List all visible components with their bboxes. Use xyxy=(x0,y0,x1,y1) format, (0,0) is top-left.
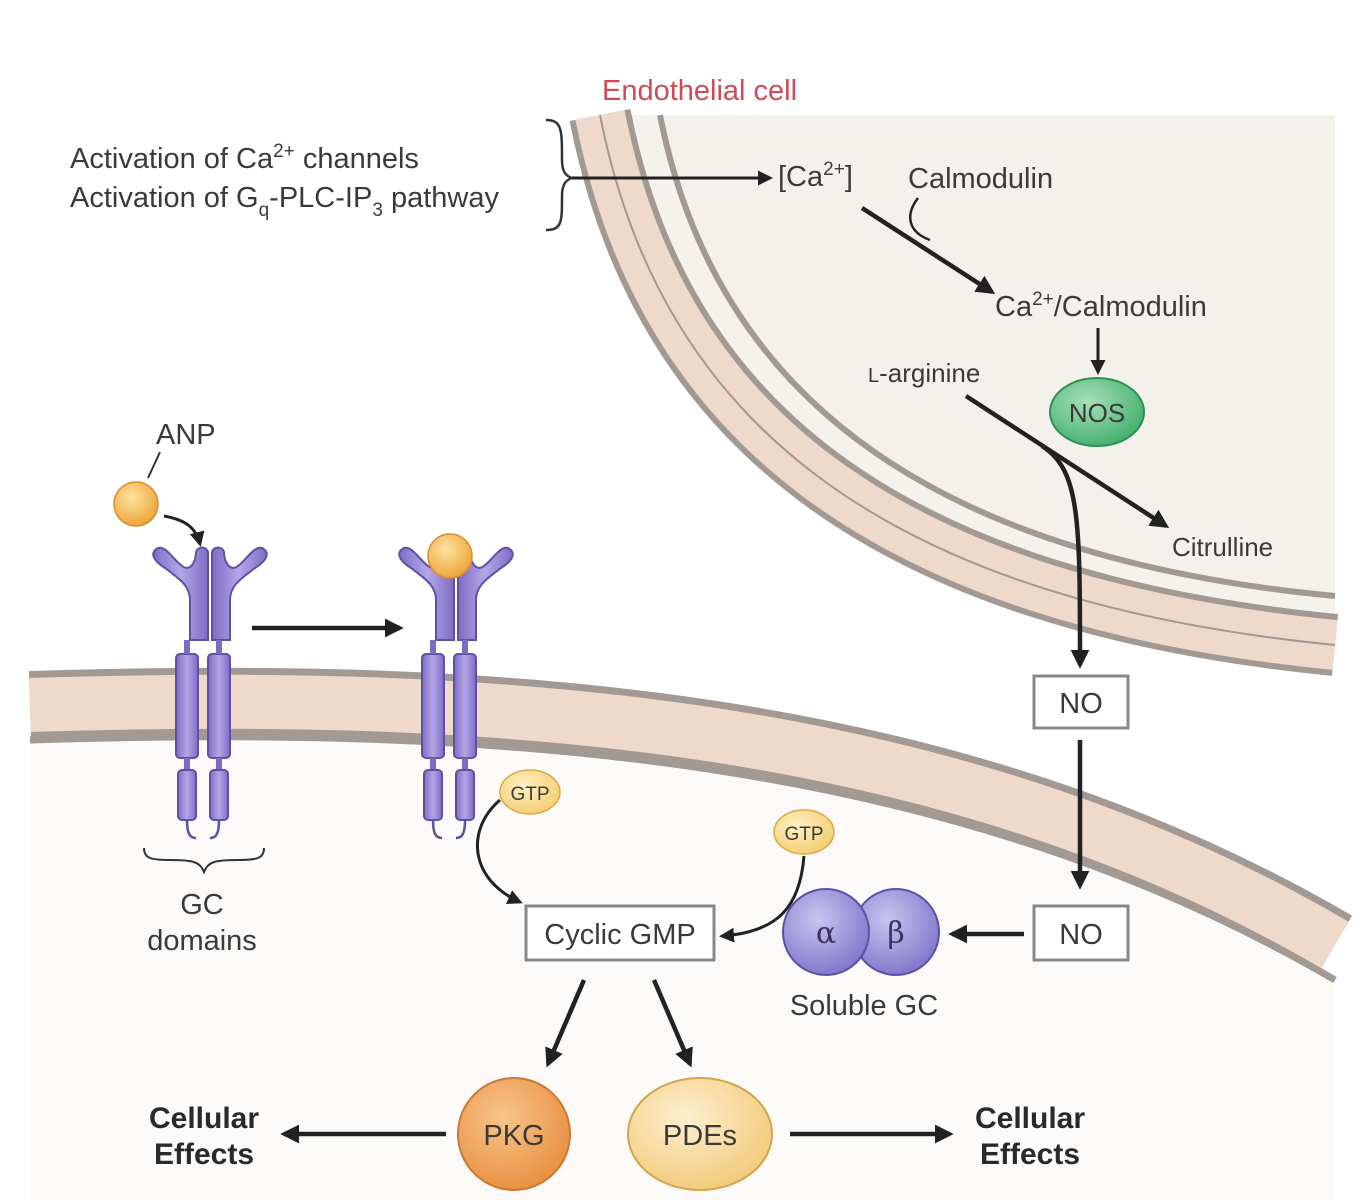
target-cell-cytoplasm xyxy=(30,736,1335,1200)
anp-label: ANP xyxy=(156,419,216,451)
gc-domains-brace xyxy=(143,847,265,875)
cyclic-gmp-box xyxy=(524,904,716,962)
arrow-gtp-right-to-cgmp xyxy=(719,855,806,943)
gtp-left-label: GTP xyxy=(510,784,549,805)
target-cell-membrane xyxy=(28,667,1353,975)
nos-label: NOS xyxy=(1069,398,1125,428)
pdes-enzyme xyxy=(627,1077,773,1191)
l-arginine-label: L-arginine xyxy=(868,358,980,388)
arrow-to-no-top xyxy=(1040,444,1090,669)
alpha-label: α xyxy=(816,916,836,951)
endothelial-cell-label: Endothelial cell xyxy=(602,75,797,107)
no-top-label: NO xyxy=(1059,688,1103,720)
arrow-cgmp-to-pdes xyxy=(651,979,693,1068)
beta-label: β xyxy=(887,916,904,951)
soluble-gc-label: Soluble GC xyxy=(790,990,938,1022)
activation-brace xyxy=(545,118,576,232)
nos-enzyme xyxy=(1049,377,1145,447)
anp-ball-free xyxy=(113,481,159,527)
ca-calmodulin-label: Ca2+/Calmodulin xyxy=(995,289,1207,323)
no-bottom-label: NO xyxy=(1059,919,1103,951)
calmodulin-join-curve xyxy=(909,197,931,242)
activation-ca-channels-label: Activation of Ca2+ channels xyxy=(70,141,419,175)
ca-concentration-label: [Ca2+] xyxy=(778,159,853,193)
calmodulin-label: Calmodulin xyxy=(908,163,1053,195)
cellular-effects-right-line2: Effects xyxy=(980,1138,1080,1171)
gtp-left xyxy=(499,769,561,815)
gtp-right xyxy=(773,809,835,855)
target-inner-membrane xyxy=(29,733,1337,984)
cellular-effects-right-line1: Cellular xyxy=(975,1102,1085,1135)
cellular-effects-left-line1: Cellular xyxy=(149,1102,259,1135)
gtp-right-label: GTP xyxy=(784,824,823,845)
gc-domains-line1: GC xyxy=(180,889,224,921)
pkg-label: PKG xyxy=(483,1120,544,1152)
activation-gq-pathway-label: Activation of Gq-PLC-IP3 pathway xyxy=(70,182,499,221)
pdes-label: PDEs xyxy=(663,1120,737,1152)
arrow-arginine-to-citrulline xyxy=(964,394,1170,529)
arrow-cgmp-to-pkg xyxy=(545,979,587,1068)
arrow-ca-to-complex xyxy=(860,206,996,295)
arrow-anp-to-receptor xyxy=(163,514,205,547)
cyclic-gmp-label: Cyclic GMP xyxy=(544,919,695,951)
anp-pointer xyxy=(147,451,161,479)
no-box-bottom xyxy=(1032,904,1130,962)
cellular-effects-left-line2: Effects xyxy=(154,1138,254,1171)
anp-ball-bound xyxy=(427,533,473,579)
citrulline-label: Citrulline xyxy=(1172,532,1273,562)
anp-receptor-unbound xyxy=(152,546,268,840)
gc-domains-line2: domains xyxy=(147,925,257,957)
no-box-top xyxy=(1032,674,1130,730)
arrow-gtp-left-to-cgmp xyxy=(476,798,523,905)
endothelial-cytoplasm xyxy=(660,115,1335,596)
pkg-enzyme xyxy=(457,1077,571,1191)
endothelial-inner-membrane xyxy=(657,114,1336,599)
sgc-alpha-subunit xyxy=(782,888,870,976)
